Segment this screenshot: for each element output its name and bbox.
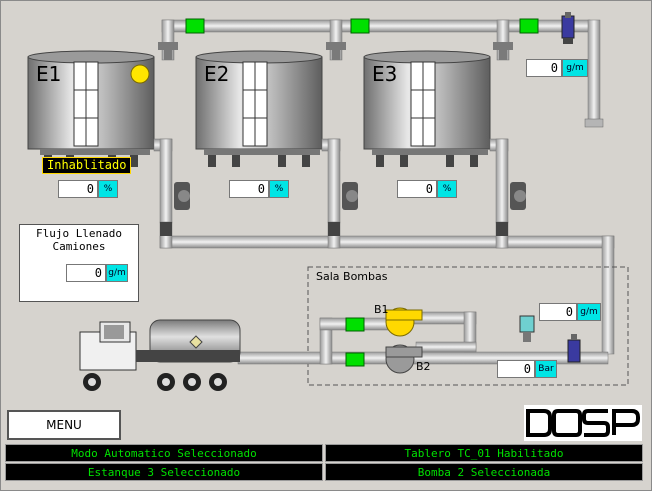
truck-fill-panel: Flujo Llenado Camiones [19,224,139,302]
tank-e2 [195,50,323,167]
top-pipe [161,19,604,128]
inlet-connectors [158,42,513,60]
pressure-unit: Bar [535,360,557,378]
outlet-valve-1-icon[interactable] [174,182,190,210]
valve-pump-1[interactable] [345,317,365,332]
tank-e3 [363,50,491,167]
truck-flow-value: 0 [66,264,106,282]
pump-flow-value: 0 [539,303,577,321]
menu-button[interactable]: MENU [7,410,121,440]
pump-room-label: Sala Bombas [316,270,388,283]
tank-e1-level-unit: % [98,180,118,198]
status-board: Tablero TC_01 Habilitado [325,444,643,462]
tank-e2-level: 0 [229,180,269,198]
tank-e3-label: E3 [372,62,398,86]
pressure-sensor-icon [519,315,535,342]
tank-e3-level: 0 [397,180,437,198]
tank-e1-indicator-icon [130,64,150,84]
outlet-pipes [153,138,615,355]
valve-top-2[interactable] [350,18,370,34]
valve-top-3[interactable] [519,18,539,34]
valve-top-1[interactable] [185,18,205,34]
tanker-truck-icon [79,319,241,391]
pump-b2-label: B2 [416,360,431,373]
tank-e2-label: E2 [204,62,230,86]
top-flow-unit: g/m [562,59,588,77]
pump-b1-icon[interactable] [385,307,423,337]
flowmeter-top-icon [561,12,575,44]
truck-fill-title: Flujo Llenado Camiones [35,227,123,253]
valve-pump-2[interactable] [345,352,365,367]
status-mode: Modo Automatico Seleccionado [5,444,323,462]
tank-e1-level: 0 [58,180,98,198]
top-flow-value: 0 [526,59,562,77]
flowmeter-pump-icon [567,334,581,363]
pump-b1-label: B1 [374,303,389,316]
outlet-valve-2-icon[interactable] [342,182,358,210]
pump-pipes [237,311,609,365]
pressure-value: 0 [497,360,535,378]
pump-flow-unit: g/m [577,303,601,321]
truck-flow-unit: g/m [106,264,128,282]
tank-e1-status-badge: Inhablitado [42,157,132,174]
status-pump: Bomba 2 Seleccionada [325,463,643,481]
pump-b2-icon[interactable] [385,344,423,374]
dosp-logo-graphic [526,409,640,437]
dosp-logo [524,405,642,441]
outlet-valve-3-icon[interactable] [510,182,526,210]
tank-e1-label: E1 [36,62,62,86]
status-tank: Estanque 3 Seleccionado [5,463,323,481]
tank-e3-level-unit: % [437,180,457,198]
tank-e2-level-unit: % [269,180,289,198]
pump-room-area [307,266,629,386]
